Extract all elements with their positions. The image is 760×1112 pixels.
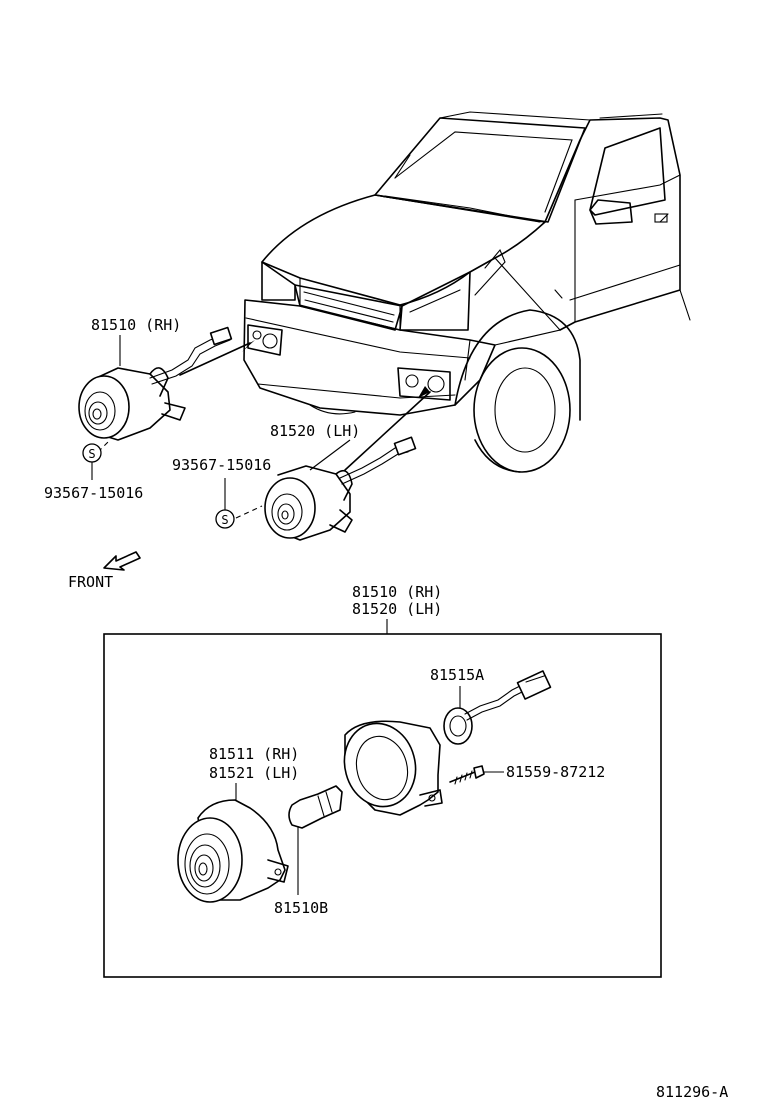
figure-code: 811296-A — [656, 1083, 728, 1101]
bulb-illustration — [288, 785, 343, 829]
front-arrow-icon — [103, 551, 141, 571]
label-screw-center: 93567-15016 — [172, 456, 271, 474]
rh-fog-lamp-illustration — [78, 326, 255, 441]
screw-symbol-center: S — [215, 509, 235, 529]
lh-fog-lamp-illustration — [264, 386, 431, 541]
label-front: FRONT — [68, 573, 113, 591]
label-lens-rh: 81511 (RH) — [209, 745, 299, 763]
label-bolt: 81559-87212 — [506, 763, 605, 781]
svg-text:S: S — [221, 513, 228, 527]
box-header-lh: 81520 (LH) — [352, 600, 442, 618]
grommet-illustration — [443, 670, 552, 745]
label-screw-left: 93567-15016 — [44, 484, 143, 502]
screw-symbol-left: S — [82, 443, 102, 463]
detail-box — [103, 633, 662, 978]
vehicle-illustration — [243, 111, 691, 473]
lens-assembly-illustration — [177, 799, 289, 903]
label-rh-assembly: 81510 (RH) — [91, 316, 181, 334]
label-bulb: 81510B — [274, 899, 328, 917]
label-lh-assembly: 81520 (LH) — [270, 422, 360, 440]
bolt-illustration — [449, 765, 485, 785]
lamp-housing-illustration — [343, 720, 443, 816]
label-lens-lh: 81521 (LH) — [209, 764, 299, 782]
box-header-rh: 81510 (RH) — [352, 583, 442, 601]
svg-text:S: S — [88, 447, 95, 461]
label-grommet: 81515A — [430, 666, 484, 684]
